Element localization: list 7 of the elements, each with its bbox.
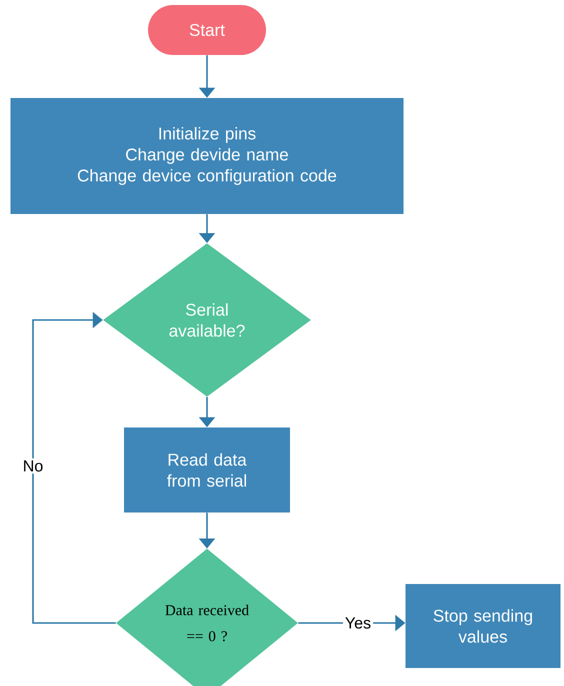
arrow [32, 312, 116, 624]
start-terminal: Start [148, 5, 266, 55]
edge-label: No [20, 458, 46, 474]
process-box: Stop sending values [406, 584, 560, 668]
edge-label: Yes [342, 615, 374, 631]
process-box: Read data from serial [124, 428, 290, 512]
process-box: Initialize pins Change devide name Change device configuration code [10, 98, 404, 214]
